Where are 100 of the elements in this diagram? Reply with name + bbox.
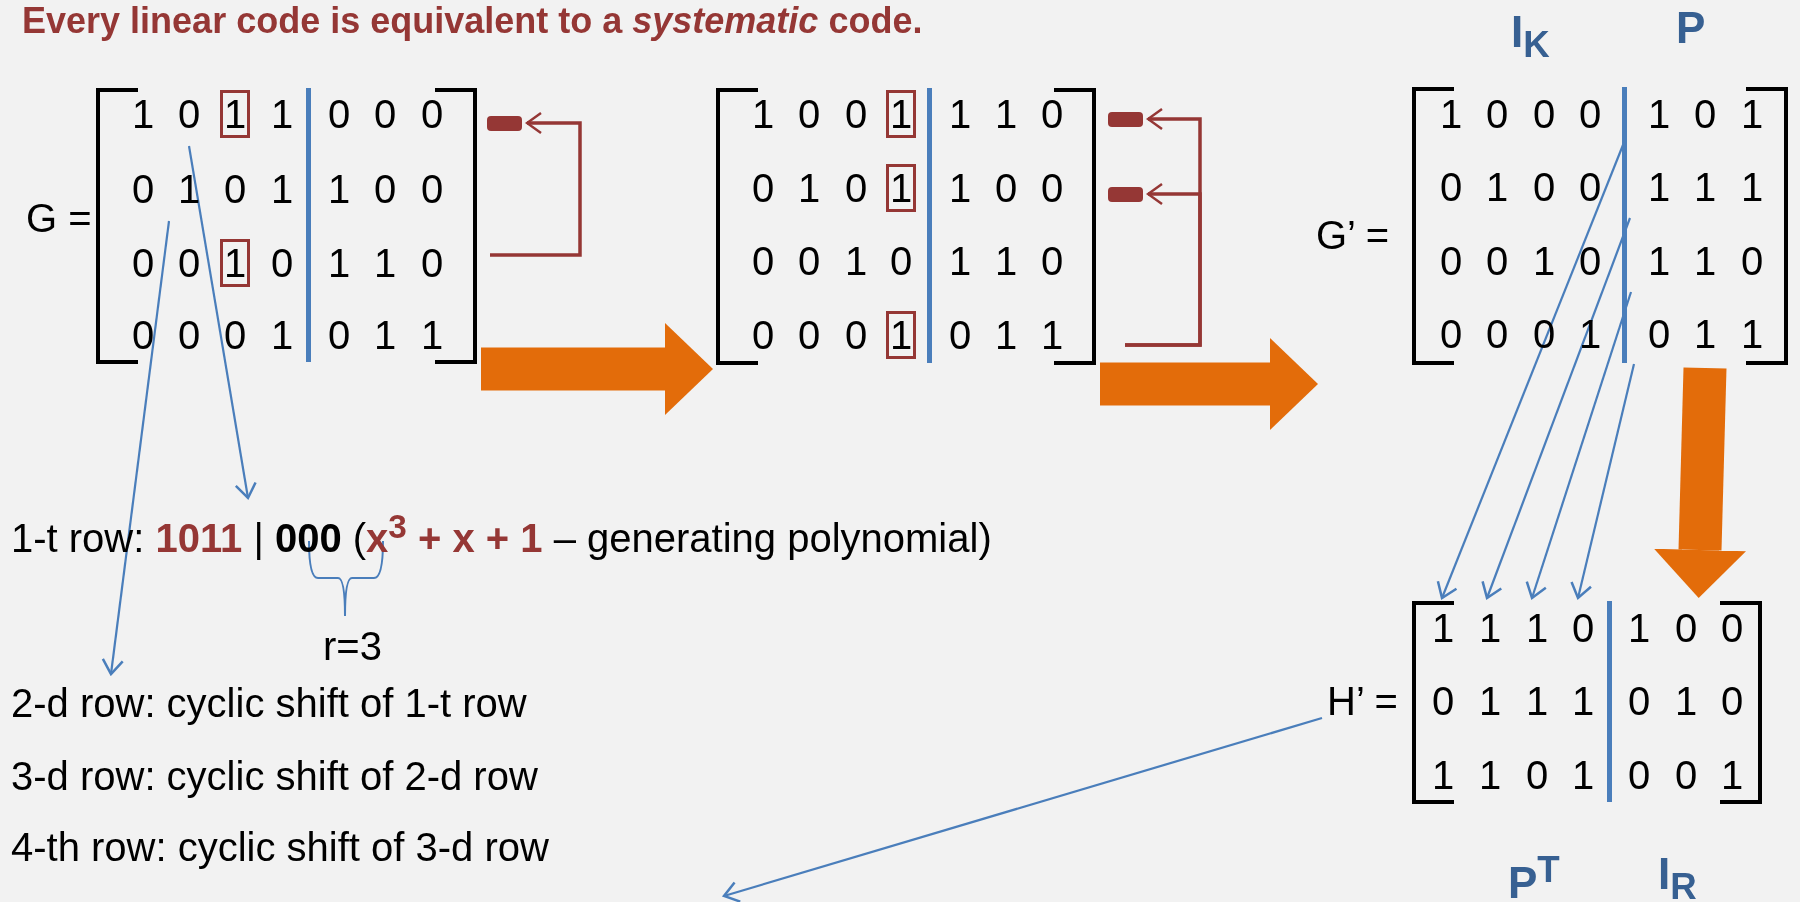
matrix-entry: 0 <box>1577 238 1603 285</box>
matrix-entry: 0 <box>750 165 776 212</box>
matrix-entry: 0 <box>1484 238 1510 285</box>
matrix-entry: 0 <box>1430 678 1456 725</box>
matrix-entry: 0 <box>1484 91 1510 138</box>
matrix-entry: 0 <box>222 166 248 213</box>
matrix-entry: 1 <box>1646 164 1672 211</box>
matrix-entry: 1 <box>1692 238 1718 285</box>
leader-arrow <box>1436 144 1625 600</box>
highlighted-entry: 1 <box>886 311 916 359</box>
matrix-entry: 0 <box>1673 605 1699 652</box>
matrix-entry: 0 <box>1531 164 1557 211</box>
matrix-entry: 0 <box>1577 91 1603 138</box>
matrix-entry: 1 <box>372 312 398 359</box>
highlighted-entry: 1 <box>220 90 250 138</box>
matrix-entry: 0 <box>750 312 776 359</box>
matrix-entry: 0 <box>1484 311 1510 358</box>
matrix-entry: 1 <box>1739 311 1765 358</box>
matrix-entry: 0 <box>1039 165 1065 212</box>
matrix-entry: 1 <box>1646 238 1672 285</box>
matrix-entry: 1 <box>1626 605 1652 652</box>
feedback-arrow <box>490 111 582 257</box>
leader-arrow <box>1481 217 1632 600</box>
matrix-entry: 0 <box>1438 311 1464 358</box>
minus-bar <box>487 116 522 131</box>
matrix-entry: 0 <box>796 312 822 359</box>
leader-arrow <box>187 145 257 500</box>
highlighted-entry: 1 <box>886 90 916 138</box>
matrix-entry: 0 <box>993 165 1019 212</box>
submatrix-label: I$_{R}$ <box>1658 850 1697 902</box>
matrix-entry: 1 <box>1484 164 1510 211</box>
matrix-entry: 0 <box>796 238 822 285</box>
matrix-entry: 0 <box>419 91 445 138</box>
matrix-entry: 1 <box>1531 238 1557 285</box>
matrix-entry: 1 <box>1524 605 1550 652</box>
matrix-entry: 0 <box>372 91 398 138</box>
matrix-entry: 0 <box>269 240 295 287</box>
matrix-entry: 0 <box>1673 752 1699 799</box>
matrix-entry: 1 <box>326 166 352 213</box>
matrix-entry: 1 <box>1570 752 1596 799</box>
matrix-entry: 1 <box>1692 164 1718 211</box>
matrix-entry: 1 <box>130 91 156 138</box>
matrix-entry: 1 <box>1692 311 1718 358</box>
matrix-entry: 0 <box>1438 238 1464 285</box>
brace-label: r=3 <box>323 623 382 670</box>
matrix-entry: 1 <box>947 165 973 212</box>
matrix-entry: 0 <box>1570 605 1596 652</box>
matrix-entry: 0 <box>796 91 822 138</box>
matrix-entry: 0 <box>947 312 973 359</box>
matrix-entry: 1 <box>1739 91 1765 138</box>
row-description: 2-d row: cyclic shift of 1-t row <box>11 679 527 727</box>
matrix-entry: 1 <box>947 238 973 285</box>
matrix-entry: 0 <box>1739 238 1765 285</box>
highlighted-entry: 1 <box>220 239 250 287</box>
block-arrow <box>1100 338 1318 430</box>
matrix-entry: 0 <box>1524 752 1550 799</box>
matrix-entry: 0 <box>1039 238 1065 285</box>
matrix-entry: 0 <box>1039 91 1065 138</box>
leader-arrow <box>722 716 1323 902</box>
feedback-arrow <box>1125 182 1202 347</box>
matrix-entry: 1 <box>1430 605 1456 652</box>
matrix-entry: 0 <box>130 240 156 287</box>
matrix-entry: 1 <box>419 312 445 359</box>
matrix-entry: 0 <box>1719 605 1745 652</box>
matrix-entry: 1 <box>1570 678 1596 725</box>
minus-bar <box>1108 112 1143 127</box>
submatrix-label: P <box>1676 4 1706 52</box>
matrix-entry: 1 <box>796 165 822 212</box>
matrix-entry: 1 <box>1524 678 1550 725</box>
submatrix-label: I$_{K}$ <box>1511 8 1550 67</box>
leader-arrow <box>1525 291 1633 600</box>
matrix-entry: 0 <box>750 238 776 285</box>
matrix-name: G’ = <box>1316 212 1389 259</box>
matrix-entry: 0 <box>1531 91 1557 138</box>
matrix-entry: 1 <box>269 166 295 213</box>
matrix-entry: 0 <box>176 91 202 138</box>
matrix-entry: 1 <box>947 91 973 138</box>
matrix-entry: 0 <box>372 166 398 213</box>
matrix-entry: 0 <box>176 240 202 287</box>
matrix-entry: 1 <box>993 312 1019 359</box>
matrix-entry: 0 <box>843 165 869 212</box>
matrix-entry: 0 <box>888 238 914 285</box>
matrix-entry: 0 <box>1577 164 1603 211</box>
matrix-entry: 1 <box>372 240 398 287</box>
matrix-entry: 0 <box>419 240 445 287</box>
matrix-entry: 0 <box>326 91 352 138</box>
highlighted-entry: 1 <box>886 164 916 212</box>
matrix-entry: 0 <box>843 91 869 138</box>
matrix-entry: 0 <box>1719 678 1745 725</box>
block-arrow <box>1654 367 1746 598</box>
submatrix-label: P$^{T}$ <box>1508 848 1560 902</box>
matrix-entry: 0 <box>326 312 352 359</box>
matrix-entry: 0 <box>130 312 156 359</box>
matrix-name: H’ = <box>1327 678 1398 725</box>
matrix-entry: 1 <box>1673 678 1699 725</box>
matrix-entry: 1 <box>750 91 776 138</box>
matrix-entry: 1 <box>1739 164 1765 211</box>
matrix-entry: 1 <box>1719 752 1745 799</box>
matrix-entry: 1 <box>326 240 352 287</box>
matrix-entry: 1 <box>993 238 1019 285</box>
